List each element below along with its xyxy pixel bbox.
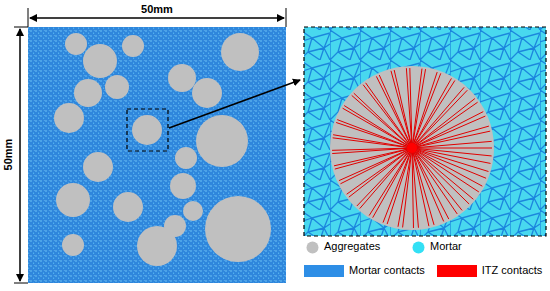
legend-swatch: [437, 265, 477, 277]
itz-contact-line: [412, 148, 449, 219]
legend-swatch-frame: [412, 241, 425, 254]
itz-contact-line: [412, 99, 475, 148]
itz-contact-line: [410, 68, 412, 148]
legend-swatch-frame: [437, 265, 477, 277]
mortar-specimen: [28, 27, 286, 283]
itz-contact-line: [339, 148, 412, 181]
itz-contact-line: [412, 148, 413, 228]
itz-contact-line: [340, 148, 412, 184]
legend-swatch-frame: [304, 265, 344, 277]
aggregate-zoom: [330, 66, 494, 230]
itz-contact-line: [412, 148, 418, 228]
itz-contact-line: [412, 131, 490, 148]
zoom-view: [304, 27, 546, 236]
legend-swatch: [307, 241, 319, 253]
legend-swatch-frame: [306, 241, 319, 254]
itz-contact-line: [360, 148, 412, 209]
legend-label: Mortar contacts: [349, 264, 425, 277]
legend-label: ITZ contacts: [482, 264, 543, 277]
zoom-frame: [127, 109, 168, 151]
legend-swatch: [304, 265, 344, 277]
aggregate-circles: [54, 33, 271, 266]
itz-contact-line: [332, 148, 412, 154]
dimension-label: 50mm: [2, 139, 15, 171]
itz-contact-line: [406, 68, 412, 148]
dimension-label: 50mm: [141, 3, 173, 16]
itz-contact-line: [379, 75, 412, 148]
itz-contact-line: [412, 148, 492, 149]
legend-label: Aggregates: [324, 240, 380, 253]
itz-contact-line: [412, 148, 482, 186]
itz-contact-line: [412, 90, 467, 148]
itz-contact-line: [412, 148, 462, 210]
itz-contact-line: [412, 148, 469, 204]
zoom-border: [304, 27, 546, 236]
legend-label: Mortar: [430, 240, 462, 253]
itz-spokes: [332, 68, 492, 228]
zoom-arrow: [169, 80, 300, 128]
itz-contact-line: [412, 148, 429, 226]
itz-contact-line: [357, 148, 412, 206]
itz-contact-line: [412, 148, 479, 192]
legend-swatch: [413, 241, 425, 253]
itz-contact-line: [354, 93, 412, 148]
itz-contact-line: [412, 141, 492, 148]
dimension-lines: [14, 8, 286, 283]
itz-contact-line: [332, 148, 412, 150]
itz-contact-line: [347, 148, 412, 194]
